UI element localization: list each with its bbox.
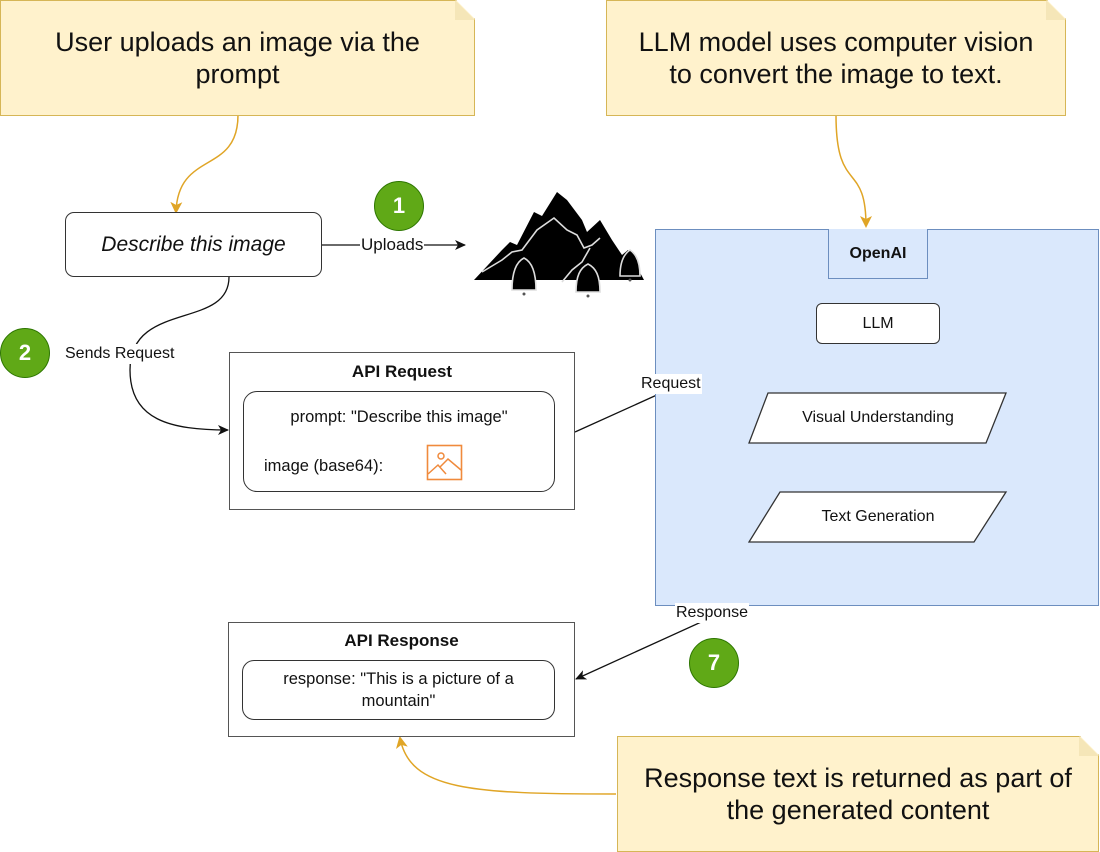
api-response-text: response: "This is a picture of a mounta… — [283, 670, 514, 710]
step-badge-1: 1 — [374, 181, 424, 231]
visual-understanding-label: Visual Understanding — [802, 409, 954, 426]
note-response-returned: Response text is returned as part of the… — [617, 735, 1100, 852]
edge-label-response: Response — [675, 603, 750, 623]
note-user-upload-text: User uploads an image via the prompt — [55, 27, 420, 89]
api-request-prompt: prompt: "Describe this image" — [290, 408, 508, 426]
prompt-box[interactable]: Describe this image — [65, 212, 322, 277]
visual-understanding-node: Visual Understanding — [748, 392, 1008, 444]
openai-title: OpenAI — [828, 229, 928, 279]
visual-understanding-shape[interactable] — [748, 392, 1008, 444]
text-generation-node: Text Generation — [748, 491, 1008, 543]
note-connector-vision — [835, 114, 872, 228]
step-badge-7: 7 — [689, 638, 739, 688]
image-icon — [426, 444, 463, 481]
text-generation-shape[interactable] — [748, 491, 1008, 543]
api-request-body: prompt: "Describe this image" image (bas… — [243, 391, 555, 492]
prompt-text: Describe this image — [101, 232, 286, 256]
edge-label-sends-request: Sends Request — [64, 344, 176, 364]
note-connector-response — [396, 736, 617, 795]
llm-node[interactable]: LLM — [816, 303, 940, 344]
api-response-title: API Response — [344, 631, 459, 650]
edge-label-request: Request — [640, 374, 702, 394]
note-llm-vision: LLM model uses computer vision to conver… — [606, 0, 1067, 116]
note-llm-vision-text: LLM model uses computer vision to conver… — [638, 27, 1034, 89]
mountain-icon — [474, 192, 644, 298]
note-user-upload: User uploads an image via the prompt — [0, 0, 476, 116]
note-response-returned-text: Response text is returned as part of the… — [644, 763, 1072, 825]
api-request-title: API Request — [351, 362, 453, 381]
step-badge-2: 2 — [0, 328, 50, 378]
api-response-body: response: "This is a picture of a mounta… — [242, 660, 555, 720]
edge-label-uploads: Uploads — [360, 235, 425, 255]
note-connector-upload — [170, 114, 239, 214]
text-generation-label: Text Generation — [821, 508, 935, 525]
llm-label: LLM — [862, 314, 894, 332]
api-request-image-label: image (base64): — [264, 457, 384, 475]
